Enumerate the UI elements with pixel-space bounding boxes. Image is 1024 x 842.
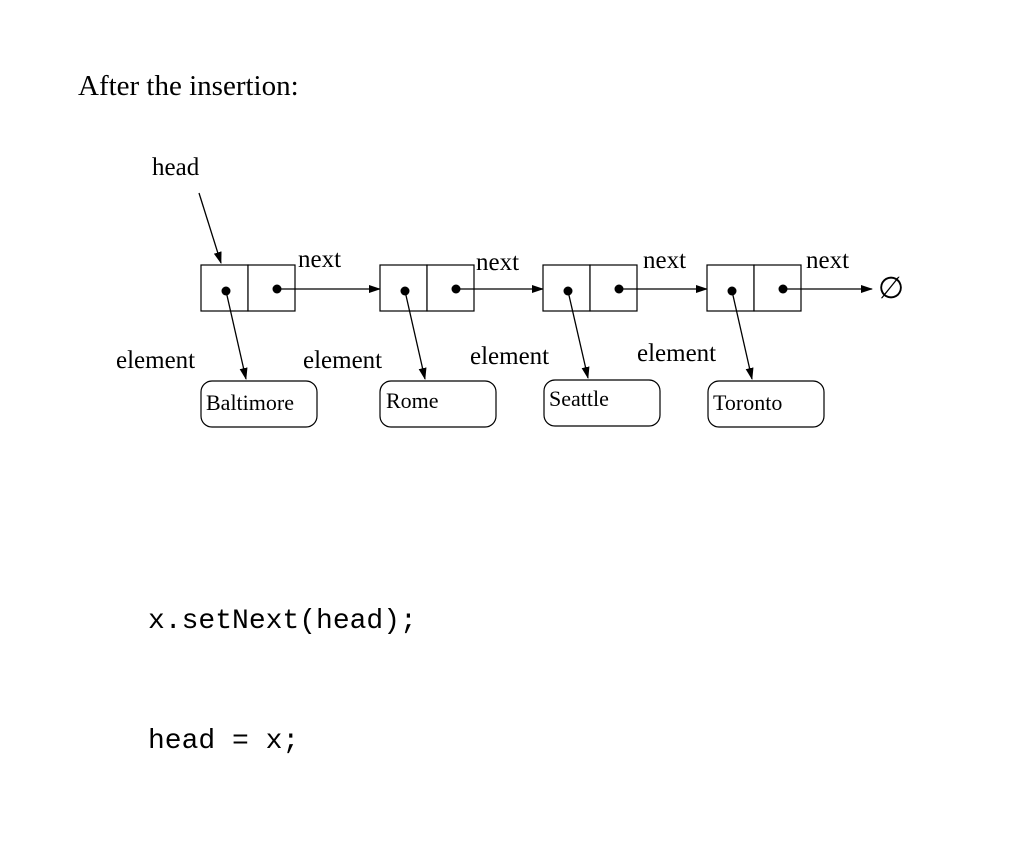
linked-list-diagram: headnextelementBaltimorenextelementRomen… <box>116 154 904 428</box>
element-value-text: Toronto <box>713 390 782 415</box>
element-value-text: Seattle <box>549 386 609 411</box>
null-icon: ∅ <box>878 271 904 306</box>
element-pointer-arrow <box>731 290 754 380</box>
element-value-text: Baltimore <box>206 390 294 415</box>
element-value-box <box>543 379 661 427</box>
element-value-box <box>379 380 497 428</box>
element-pointer-arrow <box>567 290 590 379</box>
head-pointer-arrow <box>198 192 222 264</box>
code-block: x.setNext(head); head = x; <box>148 522 417 842</box>
next-label: next <box>643 247 686 274</box>
node-next-cell <box>247 264 296 312</box>
node-next-cell <box>426 264 475 312</box>
code-line-2: head = x; <box>148 726 300 757</box>
element-label: element <box>303 347 382 374</box>
slide-heading: After the insertion: <box>78 70 299 102</box>
next-label: next <box>806 247 849 274</box>
code-line-1: x.setNext(head); <box>148 606 417 637</box>
next-label: next <box>476 249 519 276</box>
element-pointer-arrow <box>404 290 427 380</box>
element-value-text: Rome <box>386 388 439 413</box>
element-label: element <box>116 347 195 374</box>
element-pointer-arrow <box>225 290 248 380</box>
node-next-cell <box>589 264 638 312</box>
element-value-box <box>707 380 825 428</box>
node-next-cell <box>753 264 802 312</box>
head-label: head <box>152 154 200 181</box>
next-label: next <box>298 246 341 273</box>
element-label: element <box>470 343 549 370</box>
element-label: element <box>637 340 716 367</box>
element-value-box <box>200 380 318 428</box>
